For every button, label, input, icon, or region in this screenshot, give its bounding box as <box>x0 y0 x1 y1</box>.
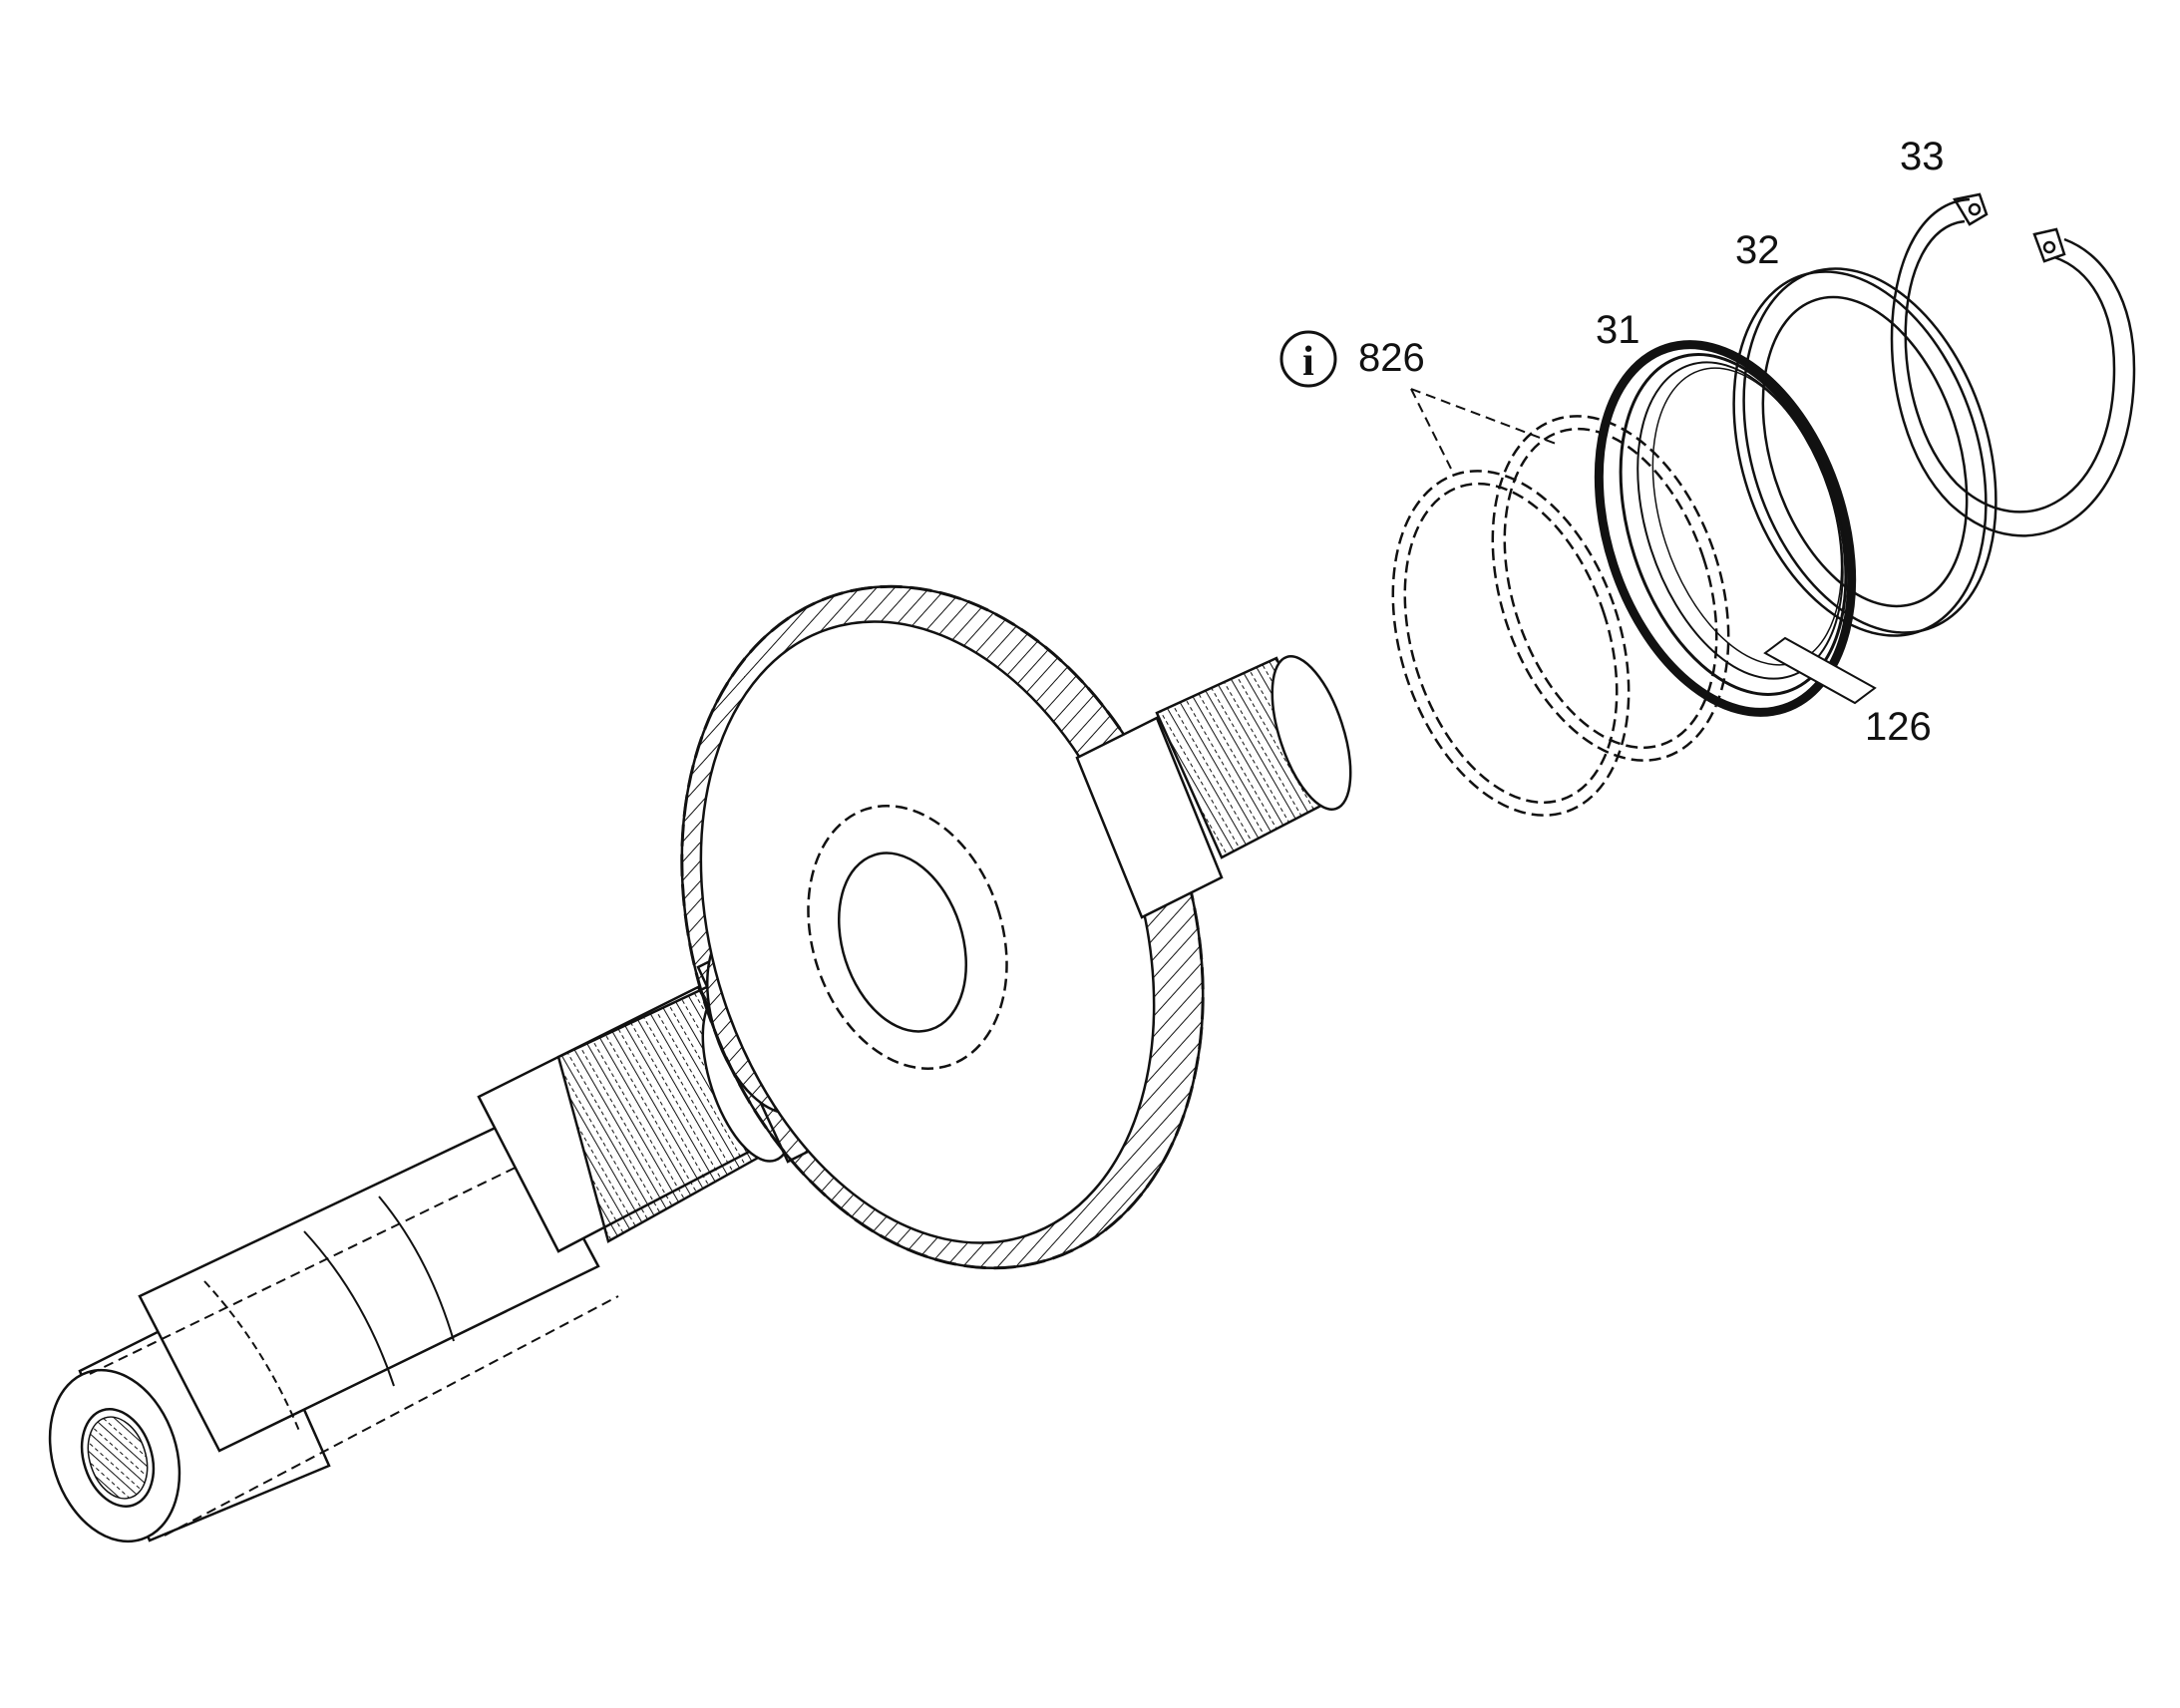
callout-33: 33 <box>1900 135 1945 178</box>
info-icon: i <box>1279 330 1337 388</box>
washer-32-outer-edge <box>1742 267 1998 634</box>
washer-32-inner <box>1761 295 1969 608</box>
seal-ring-front <box>1391 470 1631 817</box>
circlip-33-eye-left <box>1953 192 1989 226</box>
shaft-dashed-bottom-edge <box>164 1295 619 1537</box>
leader-826 <box>1410 388 1557 470</box>
right-spline-stub <box>1075 655 1352 919</box>
circlip-33-hole-left <box>1968 202 1982 216</box>
info-icon-letter: i <box>1302 339 1314 385</box>
shaft-bore-splines <box>87 1416 149 1500</box>
main-gear <box>680 584 1205 1270</box>
gear-hub-inner <box>837 852 968 1033</box>
stub-sleeve <box>1075 716 1224 919</box>
callout-826: 826 <box>1358 336 1425 380</box>
stub-end-face <box>1271 655 1352 811</box>
seal-31-outer <box>1594 340 1857 717</box>
shaft-groove-3 <box>378 1196 455 1342</box>
seal-ring-front-inner <box>1403 482 1619 805</box>
part-32-washer <box>1732 267 1998 637</box>
shaft-groove-1 <box>203 1280 300 1432</box>
circlip-33-outer <box>1890 197 2136 537</box>
shaft-groove-2 <box>303 1230 395 1387</box>
shaft-main-body <box>138 1115 600 1453</box>
callout-31: 31 <box>1596 308 1640 352</box>
part-33-circlip <box>1890 192 2136 537</box>
circlip-33-hole-right <box>2042 240 2056 254</box>
seal-ring-back-inner <box>1503 427 1718 750</box>
circlip-33-eye-right <box>2032 227 2066 263</box>
callout-126: 126 <box>1865 705 1932 749</box>
seal-ring-back <box>1491 415 1730 762</box>
shaft-dashed-top-edge <box>89 1146 559 1375</box>
seal-31-mid <box>1619 353 1848 696</box>
part-826-seal-rings <box>1391 415 1730 817</box>
circlip-33-inner <box>1904 219 2116 513</box>
callout-32: 32 <box>1735 228 1780 272</box>
leader-126 <box>1763 636 1877 705</box>
